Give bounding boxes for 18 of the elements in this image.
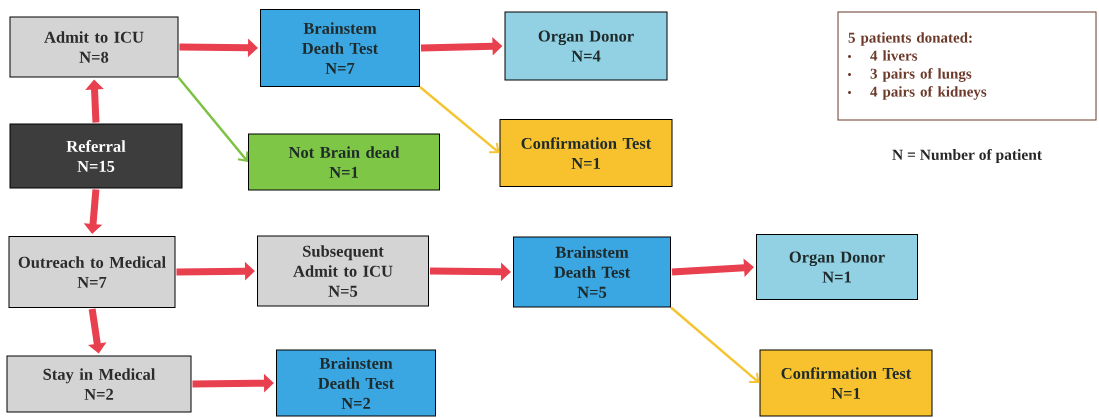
process-box: Brainstem Death Test N=7 <box>260 9 420 87</box>
note-box: 5 patients donated: 4 livers 3 pairs of lungs 4 pairs of kidneys <box>837 11 1097 121</box>
process-box: Brainstem Death Test N=2 <box>276 349 436 417</box>
process-box: Not Brain dead N=1 <box>248 133 440 191</box>
process-box: Referral N=15 <box>9 123 183 189</box>
process-box: Organ Donor N=1 <box>756 234 918 300</box>
process-box: Confirmation Test N=1 <box>499 119 673 187</box>
process-box: Brainstem Death Test N=5 <box>513 236 671 308</box>
process-box: Stay in Medical N=2 <box>6 355 192 413</box>
process-box: Subsequent Admit to ICU N=5 <box>257 235 429 307</box>
process-box: Outreach to Medical N=7 <box>8 236 176 308</box>
legend-note: N = Number of patient <box>892 148 1042 164</box>
process-box: Admit to ICU N=8 <box>9 16 179 78</box>
process-box: Organ Donor N=4 <box>504 11 668 81</box>
arrow <box>177 76 249 162</box>
arrow <box>670 306 760 384</box>
process-box: Confirmation Test N=1 <box>759 349 933 417</box>
arrow <box>419 86 500 154</box>
